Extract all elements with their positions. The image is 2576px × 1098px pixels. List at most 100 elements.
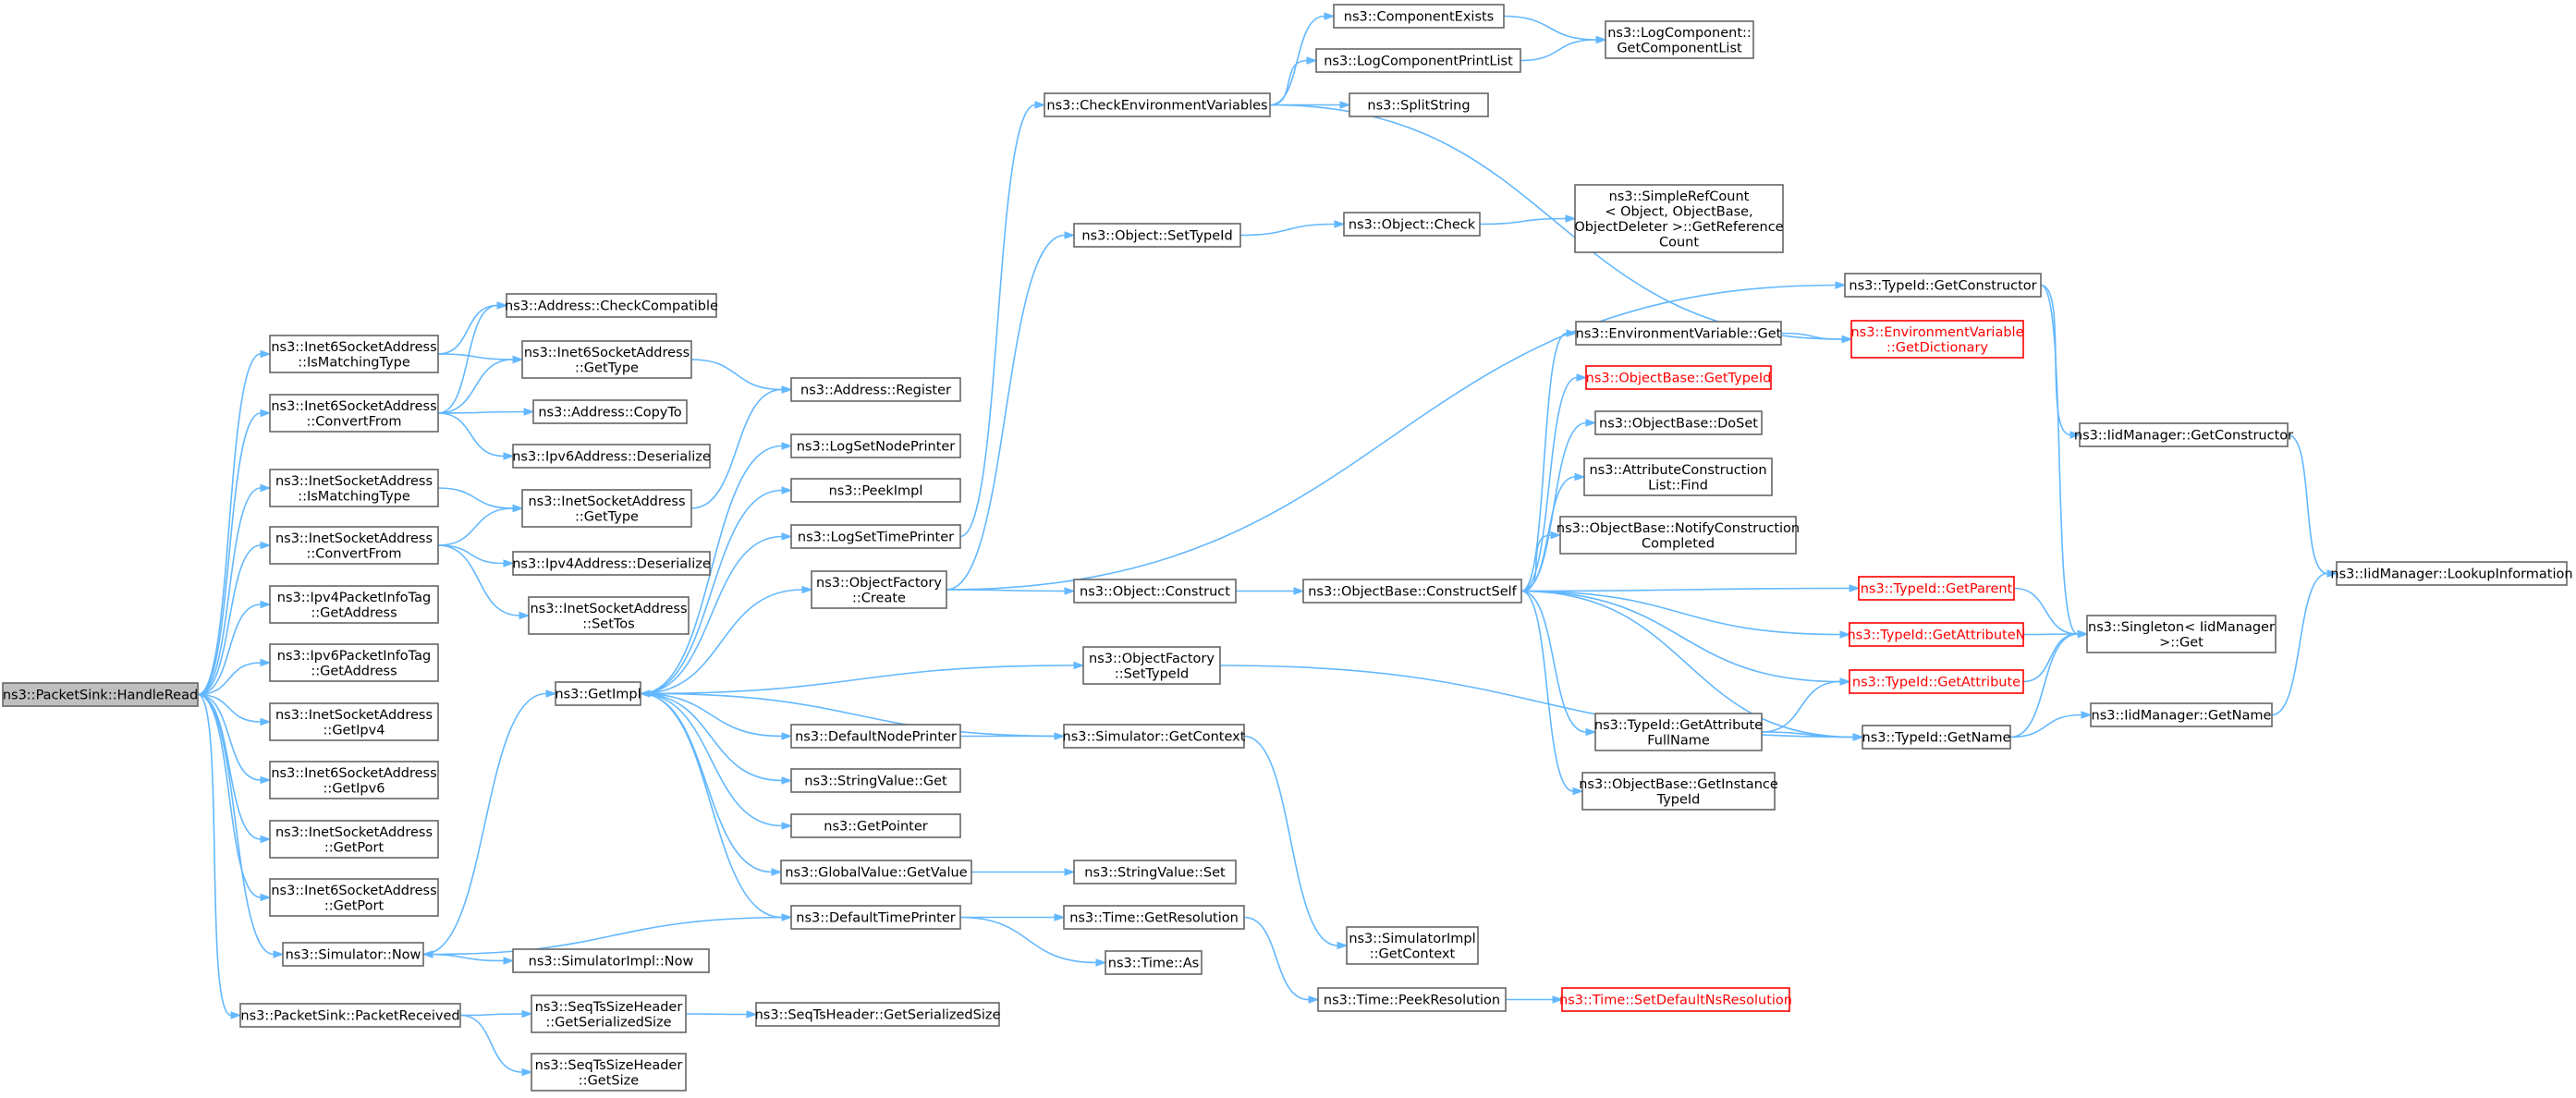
node-objbase-gettypeid[interactable]: ns3::ObjectBase::GetTypeId — [1585, 365, 1772, 390]
node-label: ns3::IidManager::GetName — [2092, 709, 2272, 724]
node-i4-settos[interactable]: ns3::InetSocketAddress::SetTos — [528, 596, 690, 635]
node-peekimpl[interactable]: ns3::PeekImpl — [790, 478, 961, 503]
node-obj-settypeid[interactable]: ns3::Object::SetTypeId — [1073, 223, 1241, 248]
node-simimpl-now[interactable]: ns3::SimulatorImpl::Now — [512, 948, 710, 973]
node-singleton-get[interactable]: ns3::Singleton< IidManager>::Get — [2086, 615, 2277, 653]
node-ipv6-deser[interactable]: ns3::Ipv6Address::Deserialize — [512, 444, 711, 469]
node-compexists[interactable]: ns3::ComponentExists — [1333, 4, 1505, 29]
node-simimpl-getcontext[interactable]: ns3::SimulatorImpl::GetContext — [1346, 926, 1479, 965]
node-sim-getcontext[interactable]: ns3::Simulator::GetContext — [1063, 724, 1246, 749]
node-addr-register[interactable]: ns3::Address::Register — [790, 377, 961, 402]
node-getimpl[interactable]: ns3::GetImpl — [555, 681, 641, 706]
node-box — [512, 444, 711, 469]
node-objfactory-create[interactable]: ns3::ObjectFactory::Create — [811, 570, 947, 609]
node-time-as[interactable]: ns3::Time::As — [1105, 950, 1203, 975]
node-ipv4-deser[interactable]: ns3::Ipv4Address::Deserialize — [512, 551, 711, 576]
node-obj-construct[interactable]: ns3::Object::Construct — [1073, 579, 1237, 604]
node-i6-getport[interactable]: ns3::Inet6SocketAddress::GetPort — [269, 878, 439, 917]
node-label: ::SetTypeId — [1115, 666, 1189, 681]
node-getpointer[interactable]: ns3::GetPointer — [790, 813, 961, 838]
node-logcomp-getlist[interactable]: ns3::LogComponent::GetComponentList — [1605, 20, 1754, 59]
node-iidmgr-lookup[interactable]: ns3::IidManager::LookupInformation — [2330, 561, 2573, 586]
node-i4-ismatch[interactable]: ns3::InetSocketAddress::IsMatchingType — [269, 469, 439, 507]
edge-typeid-getconstructor-to-singleton-get — [2040, 284, 2079, 635]
node-i4-convert[interactable]: ns3::InetSocketAddress::ConvertFrom — [269, 526, 439, 565]
node-label: ns3::LogComponentPrintList — [1324, 55, 1513, 69]
node-i4-getipv4[interactable]: ns3::InetSocketAddress::GetIpv4 — [269, 702, 439, 741]
node-i4-gettype[interactable]: ns3::InetSocketAddress::GetType — [521, 489, 692, 528]
node-sim-now[interactable]: ns3::Simulator::Now — [282, 942, 424, 967]
arrowhead — [260, 409, 272, 418]
node-objfactory-settypeid[interactable]: ns3::ObjectFactory::SetTypeId — [1082, 646, 1221, 685]
node-stringvalue-get[interactable]: ns3::StringValue::Get — [790, 768, 961, 793]
node-label: Count — [1659, 235, 1699, 250]
node-addr-copyto[interactable]: ns3::Address::CopyTo — [532, 399, 688, 424]
node-defnodeprinter[interactable]: ns3::DefaultNodePrinter — [790, 724, 961, 749]
node-checkenv[interactable]: ns3::CheckEnvironmentVariables — [1044, 92, 1271, 117]
node-typeid-getconstructor[interactable]: ns3::TypeId::GetConstructor — [1844, 273, 2042, 298]
node-time-peekres[interactable]: ns3::Time::PeekResolution — [1317, 987, 1507, 1012]
arrowhead — [260, 717, 272, 726]
node-time-setdefns[interactable]: ns3::Time::SetDefaultNsResolution — [1559, 987, 1792, 1012]
node-label: ns3::Ipv4Address::Deserialize — [512, 557, 711, 572]
node-logsetnode[interactable]: ns3::LogSetNodePrinter — [790, 433, 961, 458]
node-iidmgr-getconstructor[interactable]: ns3::IidManager::GetConstructor — [2074, 422, 2293, 447]
node-iidmgr-getname[interactable]: ns3::IidManager::GetName — [2090, 702, 2273, 727]
node-root[interactable]: ns3::PacketSink::HandleRead — [2, 682, 199, 707]
arrowhead — [1324, 12, 1336, 20]
node-box — [1594, 410, 1763, 435]
node-logsettime[interactable]: ns3::LogSetTimePrinter — [790, 524, 961, 549]
node-objbase-doset[interactable]: ns3::ObjectBase::DoSet — [1594, 410, 1763, 435]
node-addr-checkcompat[interactable]: ns3::Address::CheckCompatible — [505, 293, 718, 318]
node-box — [531, 994, 687, 1033]
node-globalvalue-get[interactable]: ns3::GlobalValue::GetValue — [780, 860, 972, 884]
node-label: ns3::Simulator::Now — [286, 948, 421, 963]
node-label: ns3::ObjectFactory — [816, 576, 942, 591]
node-typeid-getattr[interactable]: ns3::TypeId::GetAttribute — [1849, 669, 2024, 694]
node-objbase-notify[interactable]: ns3::ObjectBase::NotifyConstructionCompl… — [1557, 516, 1800, 555]
node-box — [1073, 223, 1241, 248]
edge-typeid-getattrn-to-singleton-get — [2022, 633, 2079, 636]
node-typeid-getparent[interactable]: ns3::TypeId::GetParent — [1858, 576, 2015, 601]
node-ipv4tag[interactable]: ns3::Ipv4PacketInfoTag::GetAddress — [269, 585, 439, 624]
arrowhead — [1849, 584, 1861, 592]
node-i6-getipv6[interactable]: ns3::Inet6SocketAddress::GetIpv6 — [269, 761, 439, 799]
node-envvar-getdict[interactable]: ns3::EnvironmentVariable::GetDictionary — [1850, 320, 2024, 359]
node-logcompprint[interactable]: ns3::LogComponentPrintList — [1315, 48, 1521, 73]
node-obj-check[interactable]: ns3::Object::Check — [1343, 212, 1481, 237]
node-typeid-getattrn[interactable]: ns3::TypeId::GetAttributeN — [1847, 622, 2026, 647]
node-time-getres[interactable]: ns3::Time::GetResolution — [1063, 905, 1245, 930]
node-box — [1349, 92, 1489, 117]
node-seq-getsize[interactable]: ns3::SeqTsSizeHeader::GetSize — [531, 1053, 687, 1092]
node-stringvalue-set[interactable]: ns3::StringValue::Set — [1073, 860, 1237, 884]
node-deftimeprinter[interactable]: ns3::DefaultTimePrinter — [790, 905, 961, 930]
node-box — [1575, 321, 1782, 346]
edge-objbase-constructself-to-objbase-getinst — [1520, 590, 1574, 792]
arrowhead — [1585, 727, 1597, 737]
node-label: ns3::GetImpl — [555, 688, 641, 702]
node-seqts-getser[interactable]: ns3::SeqTsHeader::GetSerializedSize — [755, 1002, 1001, 1027]
arrowhead — [781, 486, 793, 494]
node-ipv6tag[interactable]: ns3::Ipv6PacketInfoTag::GetAddress — [269, 643, 439, 682]
arrowhead — [1566, 329, 1578, 337]
node-simplerefcount[interactable]: ns3::SimpleRefCount< Object, ObjectBase,… — [1574, 184, 1784, 253]
node-envvar-get[interactable]: ns3::EnvironmentVariable::Get — [1575, 321, 1782, 346]
edge-getimpl-to-globalvalue-get — [640, 692, 773, 873]
node-splitstring[interactable]: ns3::SplitString — [1349, 92, 1489, 117]
node-i6-gettype[interactable]: ns3::Inet6SocketAddress::GetType — [521, 340, 692, 379]
node-typeid-getname[interactable]: ns3::TypeId::GetName — [1862, 725, 2011, 750]
node-seq-getser[interactable]: ns3::SeqTsSizeHeader::GetSerializedSize — [531, 994, 687, 1033]
node-i6-convert[interactable]: ns3::Inet6SocketAddress::ConvertFrom — [269, 394, 439, 433]
node-ps-received[interactable]: ns3::PacketSink::PacketReceived — [239, 1003, 461, 1028]
node-i4-getport[interactable]: ns3::InetSocketAddress::GetPort — [269, 820, 439, 859]
node-i6-ismatch[interactable]: ns3::Inet6SocketAddress::IsMatchingType — [269, 335, 439, 373]
arrowhead — [519, 611, 531, 620]
arrowhead — [1064, 868, 1076, 876]
node-box — [269, 878, 439, 917]
node-box — [790, 813, 961, 838]
node-label: ns3::Object::Check — [1349, 218, 1476, 233]
node-objbase-constructself[interactable]: ns3::ObjectBase::ConstructSelf — [1302, 579, 1522, 604]
